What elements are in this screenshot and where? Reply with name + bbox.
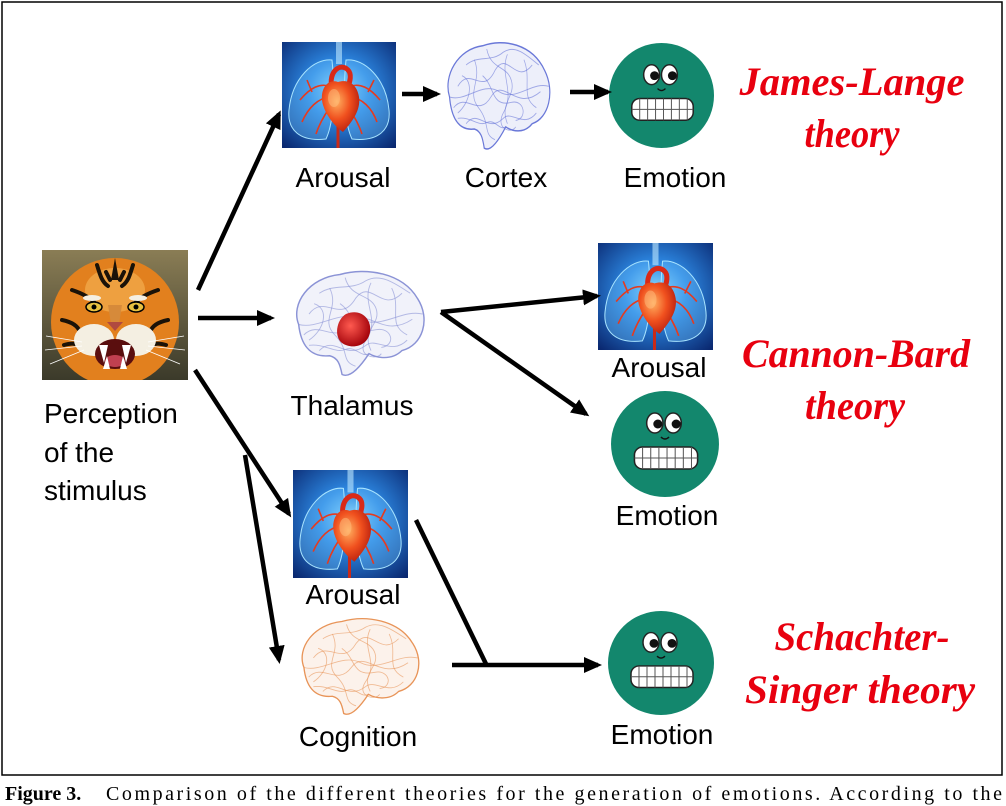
schachter-singer-theory-title-line-1: Schachter- [775,614,950,659]
arrow-thalamus-to-arousal [440,289,601,315]
schachter-singer-row: Arousal Cognition Emotion Schachter- Sin… [293,470,975,752]
cannon-bard-arousal-heart-lungs-icon [598,243,713,350]
cannon-bard-emotion-label: Emotion [616,500,719,531]
arrow-stimulus-to-arousal-bottom [193,368,292,518]
figure-frame [1,1,1003,776]
perception-label-line-2: of the [44,437,114,468]
caption-label: Figure 3. [5,783,81,805]
perception-label-line-3: stimulus [44,475,147,506]
schachter-singer-emotion-label: Emotion [611,719,714,750]
schachter-singer-arousal-label: Arousal [306,579,401,610]
stimulus-group: Perception of the stimulus [42,250,188,506]
cannon-bard-emotion-face-icon [610,390,720,498]
arrows [193,84,612,673]
schachter-singer-arousal-heart-lungs-icon [293,470,408,578]
arrow-stimulus-to-cognition [242,454,285,664]
cannon-bard-theory-title-line-1: Cannon-Bard [742,331,971,376]
cortex-brain-icon [447,41,551,150]
tiger-image [42,250,188,380]
james-lange-emotion-face-icon [608,42,715,149]
cannon-bard-theory-title-line-2: theory [805,383,905,428]
arrow-thalamus-to-emotion [439,310,590,417]
schachter-singer-emotion-face-icon [607,610,715,716]
cognition-brain-icon [301,618,420,715]
james-lange-emotion-label: Emotion [624,162,727,193]
arrow-stimulus-to-arousal-top [195,110,282,291]
cannon-bard-row: Thalamus Arousal Emotion Cannon-Bard the… [291,243,971,531]
cortex-label: Cortex [465,162,547,193]
caption-text: Comparison of the different theories for… [106,783,1002,805]
james-lange-row: Arousal Cortex Emotion James-Lange theor… [282,41,965,193]
line-arousal-to-junction [413,519,490,667]
figure-caption: Figure 3. Comparison of the different th… [5,783,1002,805]
james-lange-theory-title-line-2: theory [805,111,900,156]
thalamus-highlight-icon [337,312,371,347]
cognition-label: Cognition [299,721,417,752]
cannon-bard-arousal-label: Arousal [612,352,707,383]
james-lange-arousal-label: Arousal [296,162,391,193]
james-lange-theory-title-line-1: James-Lange [738,59,964,104]
perception-label-line-1: Perception [44,398,178,429]
schachter-singer-theory-title-line-2: Singer theory [745,667,975,712]
arousal-heart-lungs-icon [282,42,396,148]
thalamus-label: Thalamus [291,390,414,421]
